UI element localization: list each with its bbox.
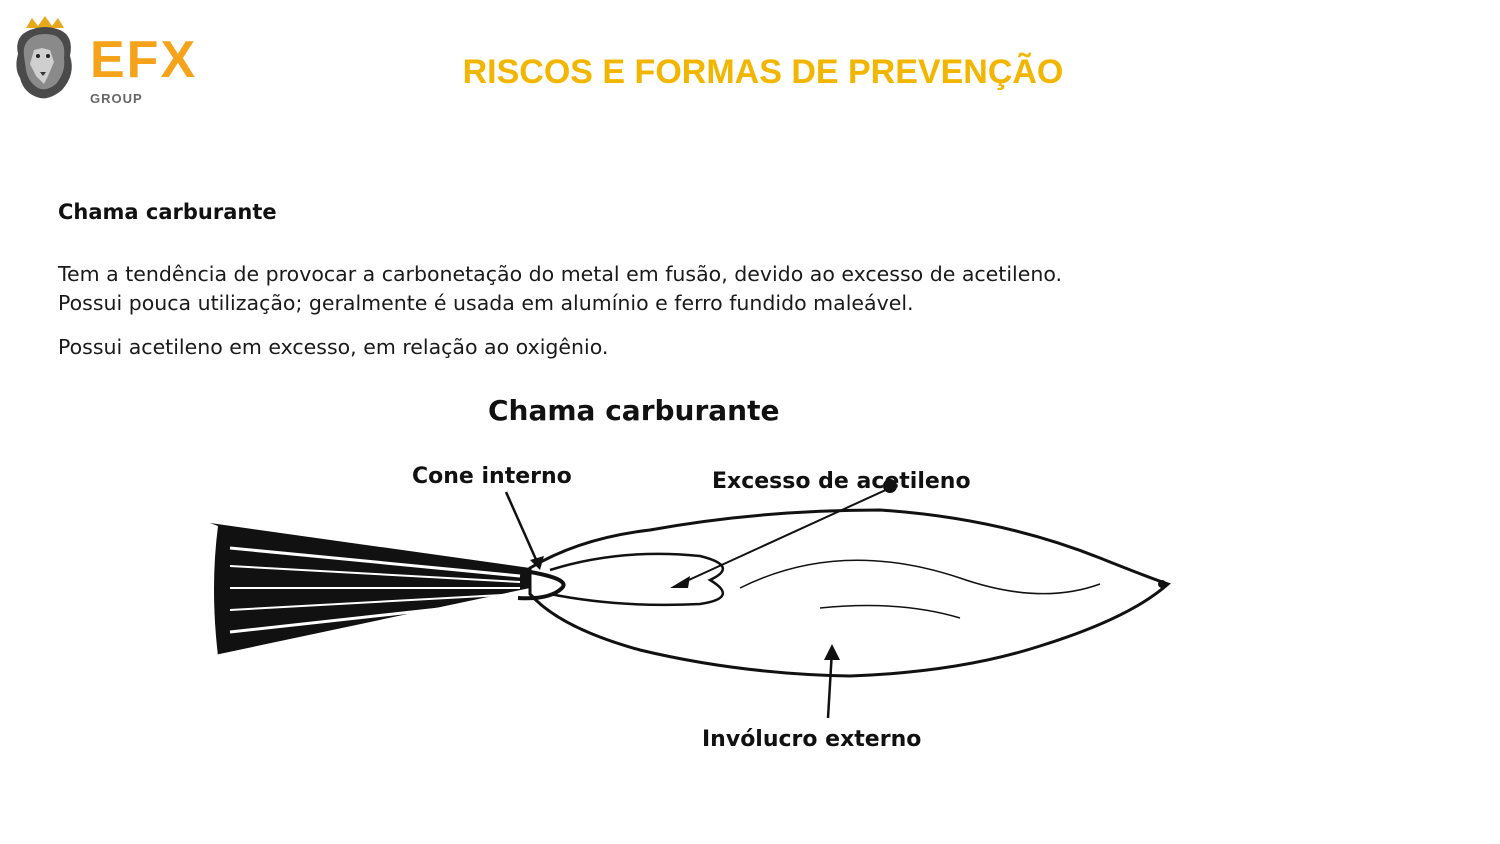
diagram-title: Chama carburante [488,394,779,427]
excess-leader [679,487,891,585]
torch-flame-diagram-icon: Chama carburante Cone interno Excesso de… [206,394,1171,752]
acetylene-feather [549,552,724,607]
inner-cone-label: Cone interno [412,464,572,489]
excess-note: Possui acetileno em excesso, em relação … [58,335,609,359]
section-heading: Chama carburante [58,200,277,224]
outer-envelope-label: Invólucro externo [702,727,921,752]
description-line-1: Tem a tendência de provocar a carbonetaç… [58,262,1063,286]
crowned-lion-head-icon [16,16,72,99]
torch-tip [206,523,530,656]
description-line-2: Possui pouca utilização; geralmente é us… [58,291,914,315]
outer-envelope [528,508,1171,678]
company-logo: EFX GROUP [10,14,232,106]
slide-title: RISCOS E FORMAS DE PREVENÇÃO [462,53,1064,91]
outer-leader [826,649,834,719]
logo-subtitle: GROUP [90,91,143,106]
excess-acetylene-label: Excesso de acetileno [712,469,971,494]
inner-cone-leader [504,491,540,565]
description-paragraph: Tem a tendência de provocar a carbonetaç… [58,260,1062,318]
logo-wordmark: EFX [90,31,198,89]
